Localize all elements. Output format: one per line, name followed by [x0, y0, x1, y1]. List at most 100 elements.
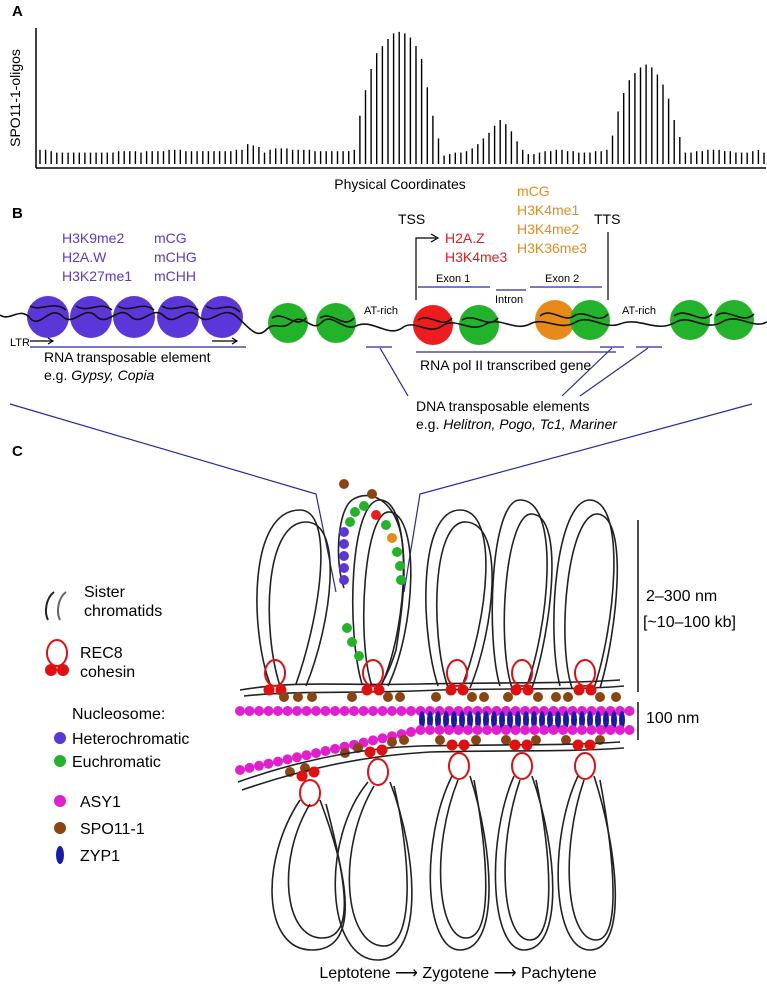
asy1-dot — [605, 725, 616, 735]
zyp1-filament — [539, 711, 545, 729]
legend-zyp1: ZYP1 — [80, 848, 120, 865]
nucleosome-euchromatic — [396, 575, 406, 585]
zyp1-filament — [563, 711, 569, 729]
asy1-dot — [434, 725, 445, 735]
zyp1-filament — [587, 711, 593, 729]
zyp1-filament — [443, 711, 449, 729]
dna-te-examples: e.g. Helitron, Pogo, Tc1, Mariner — [416, 416, 618, 432]
nucleosome-heterochromatic — [339, 575, 349, 585]
legend-spo11-icon — [54, 822, 66, 834]
nucleosome-heterochromatic — [339, 551, 349, 561]
asy1-dot — [301, 706, 312, 716]
zyp1-filament — [499, 711, 505, 729]
lower-axis-chromatids — [237, 741, 625, 791]
asy1-dot — [377, 706, 388, 716]
asy1-dot — [254, 760, 264, 771]
nucleosome-euchromatic — [342, 623, 352, 633]
zyp1-filament — [491, 711, 497, 729]
asy1-dot — [282, 754, 293, 765]
mark-h2az: H2A.Z — [445, 230, 485, 246]
zyp1-filament — [555, 711, 561, 729]
asy1-dot — [406, 706, 416, 716]
zyp1-filament — [515, 711, 521, 729]
asy1-dot — [301, 750, 312, 761]
asy1-dot — [558, 725, 568, 735]
asy1-dot — [244, 706, 255, 716]
nucleosome-heterochromatic — [339, 563, 349, 573]
exon2-label: Exon 2 — [545, 273, 579, 285]
asy1-dot — [539, 725, 549, 735]
mark-mchg: mCHG — [154, 249, 197, 265]
nucleosome-euchromatic — [381, 520, 391, 530]
tss-arrow — [415, 237, 436, 300]
asy1-dot — [529, 725, 540, 735]
legend-zyp1-icon — [56, 846, 64, 864]
asy1-dot — [406, 727, 416, 737]
legend-rec8-icon-foot — [57, 664, 69, 676]
mark-h3k4me1: H3K4me1 — [517, 202, 579, 218]
legend-asy1-icon — [54, 795, 66, 807]
rna-te-label: RNA transposable element — [44, 349, 211, 365]
zyp1-filament — [459, 711, 465, 729]
nucleosome-row — [27, 296, 754, 345]
mark-gene-mcg: mCG — [517, 183, 550, 199]
rec8-cohesin — [445, 659, 469, 696]
dna-thread — [0, 305, 767, 335]
asy1-dot — [273, 756, 283, 767]
rec8-cohesin — [364, 744, 389, 786]
asy1-dot — [311, 748, 321, 759]
panel-letter-a: A — [12, 3, 23, 20]
zyp1-filament — [419, 711, 425, 729]
asy1-dot — [463, 725, 473, 735]
legend-rec8-icon — [46, 639, 68, 667]
dna-te-label: DNA transposable elements — [416, 398, 590, 414]
legend-euchromatic-icon — [54, 755, 66, 767]
asy1-dot — [244, 762, 255, 773]
asy1-dot — [387, 706, 397, 716]
asy1-dot — [482, 725, 492, 735]
asy1-dot — [330, 743, 340, 754]
y-axis-label: SPO11-1-oligos — [7, 49, 23, 147]
legend-asy1: ASY1 — [80, 794, 121, 811]
spo11-oligo-chart: SPO11-1-oligos Physical Coordinates — [7, 28, 766, 192]
asy1-dot — [349, 706, 359, 716]
nucleosome-euchromatic — [354, 651, 364, 661]
asy1-dot — [311, 706, 321, 716]
nucleosome-gene-body — [535, 300, 575, 340]
nucleosome-h2az — [413, 305, 453, 345]
nucleosome-euchromatic — [392, 547, 402, 557]
zyp1-filament — [619, 711, 625, 729]
spo11-upper — [279, 692, 621, 702]
rec8-cohesin — [509, 739, 533, 780]
nucleosome-euchromatic — [268, 303, 308, 343]
zyp1-filament — [523, 711, 529, 729]
asy1-dot — [368, 706, 378, 716]
stage-arrow: ⟶ — [395, 965, 418, 982]
nucleosome-euchromatic — [395, 561, 405, 571]
rec8-cohesin — [296, 766, 321, 807]
legend-heterochromatic: Heterochromatic — [72, 731, 189, 748]
nucleosome-euchromatic — [459, 305, 499, 345]
zyp1-filament — [507, 711, 513, 729]
legend-rec8: REC8 — [80, 645, 123, 662]
stage-zygotene: Zygotene — [422, 965, 489, 982]
asy1-dot — [320, 706, 331, 716]
asy1-dot — [491, 725, 502, 735]
mark-h2aw: H2A.W — [62, 249, 107, 265]
asy1-dot — [624, 706, 635, 716]
legend-cohesin: cohesin — [80, 664, 135, 681]
zyp1-filament — [531, 711, 537, 729]
asy1-dot — [254, 706, 264, 716]
asy1-dot — [339, 706, 350, 716]
lower-chromatid-loops — [271, 775, 617, 961]
asy1-dot — [330, 706, 340, 716]
asy1-upper-axis — [235, 706, 635, 716]
legend-spo11: SPO11-1 — [80, 821, 145, 838]
nucleosome-euchromatic — [350, 507, 360, 517]
at-rich-label-1: AT-rich — [364, 305, 398, 317]
asy1-dot — [577, 725, 587, 735]
stage-leptotene: Leptotene — [319, 965, 390, 982]
mark-h3k27me1: H3K27me1 — [62, 268, 132, 284]
legend: Sister chromatids REC8 cohesin Nucleosom… — [45, 584, 189, 865]
asy1-dot — [235, 706, 245, 716]
